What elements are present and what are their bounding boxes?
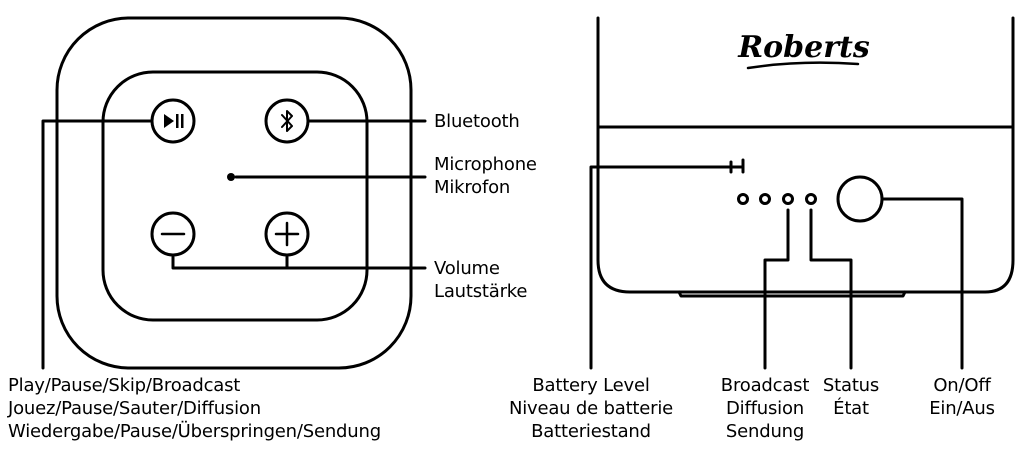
on-off-label: On/Off Ein/Aus xyxy=(929,375,995,419)
volume-up-button[interactable] xyxy=(264,211,310,257)
broadcast-label: Broadcast Diffusion Sendung xyxy=(720,375,810,442)
battery-level-label: Battery Level Niveau de batterie Batteri… xyxy=(508,375,674,442)
battery-leader-line xyxy=(589,165,745,370)
microphone-hole xyxy=(227,173,235,181)
play-leader-line xyxy=(41,119,154,370)
microphone-label: Microphone Mikrofon xyxy=(434,154,537,198)
speaker-base xyxy=(677,290,907,298)
logo-underline xyxy=(746,61,860,70)
volume-label: Volume Lautstärke xyxy=(434,258,528,302)
volume-down-button[interactable] xyxy=(150,211,196,257)
onoff-leader-line xyxy=(880,197,964,370)
control-panel xyxy=(101,70,369,322)
status-label: Status État xyxy=(822,375,880,419)
roberts-logo: Roberts xyxy=(737,30,870,65)
speaker-side-body xyxy=(596,16,1015,294)
battery-led-1 xyxy=(737,193,749,205)
speaker-outer-shell xyxy=(55,16,413,370)
status-led xyxy=(805,193,817,205)
battery-led-2 xyxy=(759,193,771,205)
bluetooth-label: Bluetooth xyxy=(434,111,520,132)
broadcast-led xyxy=(782,193,794,205)
broadcast-leader-line xyxy=(763,208,790,370)
status-leader-line xyxy=(809,208,853,370)
play-pause-icon xyxy=(164,114,184,128)
power-button[interactable] xyxy=(836,175,884,223)
plus-icon xyxy=(274,221,300,247)
volume-bracket xyxy=(171,255,289,270)
bluetooth-icon xyxy=(281,110,293,132)
play-pause-label: Play/Pause/Skip/Broadcast Jouez/Pause/Sa… xyxy=(8,375,381,442)
